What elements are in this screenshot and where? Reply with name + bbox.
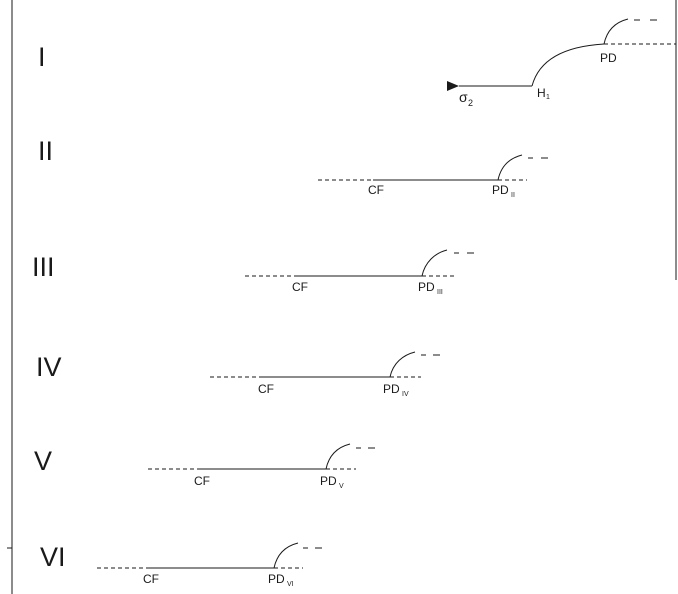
panel-5-cf-label: CF	[194, 474, 210, 488]
panel-1-pd-label: PD	[600, 51, 617, 65]
panel-6-pd-label: PD	[268, 572, 285, 586]
panel-4-numeral: IV	[36, 352, 62, 382]
panel-1-h-subscript: 1	[546, 94, 550, 101]
panel-2-numeral: II	[38, 136, 53, 166]
panel-1-hopf-branch	[531, 43, 605, 87]
panel-2: II CF PD II	[38, 136, 548, 199]
panel-5-pd-subscript: V	[339, 483, 344, 490]
panel-5-pd-label: PD	[320, 474, 337, 488]
panel-4-pd-label: PD	[383, 382, 400, 396]
panel-3-pd-subscript: III	[437, 289, 443, 296]
panel-3-pd-label: PD	[418, 280, 435, 294]
panel-3-numeral: III	[32, 252, 55, 282]
panel-5-numeral: V	[34, 446, 52, 476]
panel-6-cf-label: CF	[143, 572, 159, 586]
panel-4: IV CF PD IV	[36, 351, 440, 398]
panel-5: V CF PD V	[34, 443, 375, 490]
panel-3-cf-label: CF	[292, 280, 308, 294]
panel-2-pd-branch	[497, 154, 523, 181]
panel-4-pd-subscript: IV	[402, 391, 409, 398]
panel-1-h-label: H	[537, 86, 546, 100]
panel-6-pd-branch	[273, 542, 299, 569]
panel-1-arrow-head	[447, 81, 459, 91]
panel-1-sigma-subscript: 2	[468, 98, 473, 108]
panel-2-pd-label: PD	[492, 183, 509, 197]
panel-1-sigma-label: σ	[459, 89, 468, 105]
panel-4-pd-branch	[389, 351, 416, 378]
panel-6-numeral: VI	[40, 542, 66, 572]
panel-1-pd-branch	[603, 18, 629, 45]
panel-6: VI CF PD VI	[40, 542, 322, 588]
panel-1: I PD H 1 σ 2	[38, 18, 676, 108]
panel-3: III CF PD III	[32, 249, 474, 296]
panel-5-pd-branch	[325, 443, 351, 470]
panel-3-pd-branch	[421, 249, 448, 277]
panel-6-pd-subscript: VI	[287, 581, 294, 588]
panel-1-numeral: I	[38, 42, 46, 72]
panel-2-pd-subscript: II	[511, 192, 515, 199]
panel-2-cf-label: CF	[368, 183, 384, 197]
panel-4-cf-label: CF	[258, 382, 274, 396]
